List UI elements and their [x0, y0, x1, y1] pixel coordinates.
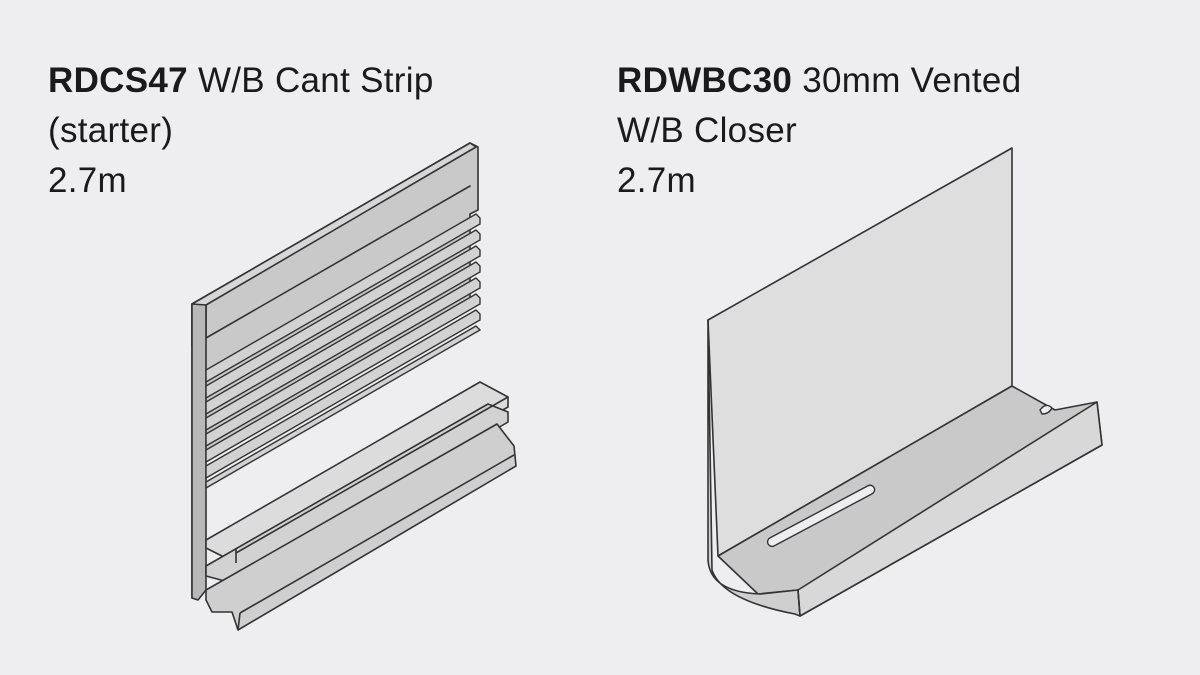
cant-strip-flange-middle: [205, 403, 509, 585]
rib: [205, 325, 482, 490]
rib: [205, 261, 481, 432]
product-code: RDWBC30: [617, 61, 793, 100]
closer-foot: [707, 319, 801, 617]
rib: [205, 309, 481, 480]
product-name: W/B Cant Strip: [197, 61, 434, 100]
product-code: RDCS47: [48, 61, 188, 100]
rib: [205, 229, 481, 400]
rib: [205, 213, 481, 384]
cant-strip-ribs: [205, 213, 482, 490]
product-length: 2.7m: [48, 161, 128, 200]
product-caption-rdcs47: RDCS47 W/B Cant Strip (starter) 2.7m: [48, 56, 434, 206]
cant-strip-flange-upper: [205, 381, 509, 564]
product-name-line2: W/B Closer: [617, 111, 797, 150]
rib: [205, 277, 481, 448]
rib: [205, 245, 481, 416]
closer-vent-slot: [766, 484, 876, 548]
closer-notch: [1039, 404, 1053, 415]
product-length: 2.7m: [617, 161, 697, 200]
product-caption-rdwbc30: RDWBC30 30mm Vented W/B Closer 2.7m: [617, 56, 1021, 206]
product-name: 30mm Vented: [802, 61, 1022, 100]
rib: [205, 293, 481, 464]
product-name-line2: (starter): [48, 111, 174, 150]
cant-strip-left-edge: [191, 303, 207, 601]
